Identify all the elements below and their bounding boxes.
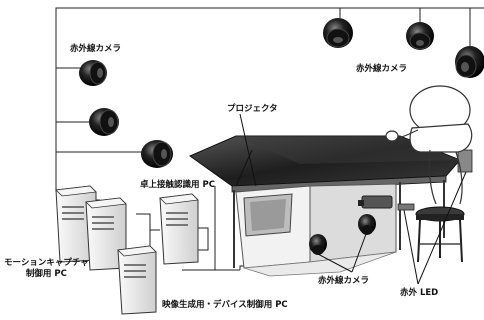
ir-camera-under-2 bbox=[358, 214, 376, 235]
ir-led-units bbox=[397, 149, 473, 211]
ir-camera-top-1 bbox=[323, 18, 353, 48]
ir-camera-top-3 bbox=[455, 46, 484, 78]
label-video-device-pc: 映像生成用・デバイス制御用 PC bbox=[162, 300, 288, 310]
label-motion-capture-pc: モーションキャプチャ 制御用 PC bbox=[4, 258, 89, 280]
leader-lines bbox=[235, 113, 467, 285]
label-ir-camera-left: 赤外線カメラ bbox=[70, 44, 122, 54]
ir-camera-under-1 bbox=[309, 234, 327, 255]
label-motion-capture-pc-line1: モーションキャプチャ bbox=[4, 258, 89, 268]
ir-camera-left-3 bbox=[141, 140, 173, 168]
label-motion-capture-pc-line2: 制御用 PC bbox=[25, 269, 67, 279]
pc-tower-tabletop bbox=[159, 193, 199, 265]
ir-camera-top-2 bbox=[406, 22, 434, 50]
label-tabletop-pc: 卓上接触認識用 PC bbox=[140, 180, 215, 190]
label-ir-led: 赤外 LED bbox=[400, 288, 439, 298]
pc-tower-video-device bbox=[117, 245, 157, 315]
ir-camera-left-2 bbox=[89, 108, 119, 136]
person-figure bbox=[385, 85, 473, 205]
label-projector: プロジェクタ bbox=[227, 104, 278, 114]
label-ir-camera-top-right: 赤外線カメラ bbox=[356, 64, 408, 74]
pc-tower-motion-capture-2 bbox=[85, 197, 127, 271]
ir-camera-left-1 bbox=[79, 60, 107, 86]
projection-table bbox=[188, 135, 461, 277]
stool bbox=[415, 206, 465, 263]
projector bbox=[358, 195, 393, 209]
label-ir-camera-bottom: 赤外線カメラ bbox=[318, 276, 370, 286]
